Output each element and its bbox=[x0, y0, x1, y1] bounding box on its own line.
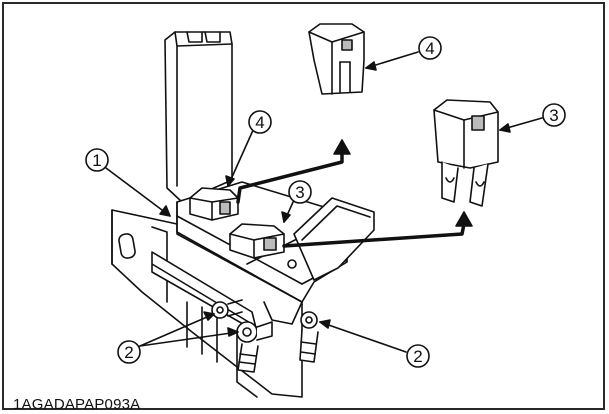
removed-fuse-3 bbox=[433, 99, 499, 207]
fuse-block-lid bbox=[164, 31, 233, 203]
installed-fuse-3 bbox=[229, 223, 285, 259]
svg-text:4: 4 bbox=[425, 39, 434, 58]
callout-leaders bbox=[105, 51, 543, 353]
callout-number-3-block: 3 bbox=[288, 180, 312, 204]
svg-text:1: 1 bbox=[92, 151, 101, 170]
svg-text:2: 2 bbox=[413, 347, 422, 366]
figure-caption: 1AGADAPAP093A bbox=[13, 396, 141, 413]
side-cover bbox=[293, 197, 375, 281]
fuse-block-diagram: 1 2 2 3 3 4 4 bbox=[85, 23, 566, 398]
removed-fuse-4 bbox=[308, 23, 365, 95]
callout-number-1: 1 bbox=[85, 148, 109, 172]
bolt-right bbox=[299, 311, 319, 363]
removal-arrow-fuse-3 bbox=[282, 211, 473, 248]
removal-arrow-fuse-4 bbox=[236, 139, 351, 204]
callout-number-2-left: 2 bbox=[117, 340, 141, 364]
callout-number-2-right: 2 bbox=[406, 344, 430, 368]
bolt-left-upper bbox=[211, 299, 243, 319]
svg-text:2: 2 bbox=[124, 343, 133, 362]
svg-text:4: 4 bbox=[255, 113, 264, 132]
callout-number-4-fuse: 4 bbox=[418, 36, 442, 60]
callout-number-3-fuse: 3 bbox=[542, 103, 566, 127]
svg-text:3: 3 bbox=[549, 106, 558, 125]
svg-text:3: 3 bbox=[295, 183, 304, 202]
bolt-left-lower bbox=[236, 321, 273, 373]
installed-fuse-4 bbox=[189, 187, 239, 221]
callout-number-4-block: 4 bbox=[248, 110, 272, 134]
